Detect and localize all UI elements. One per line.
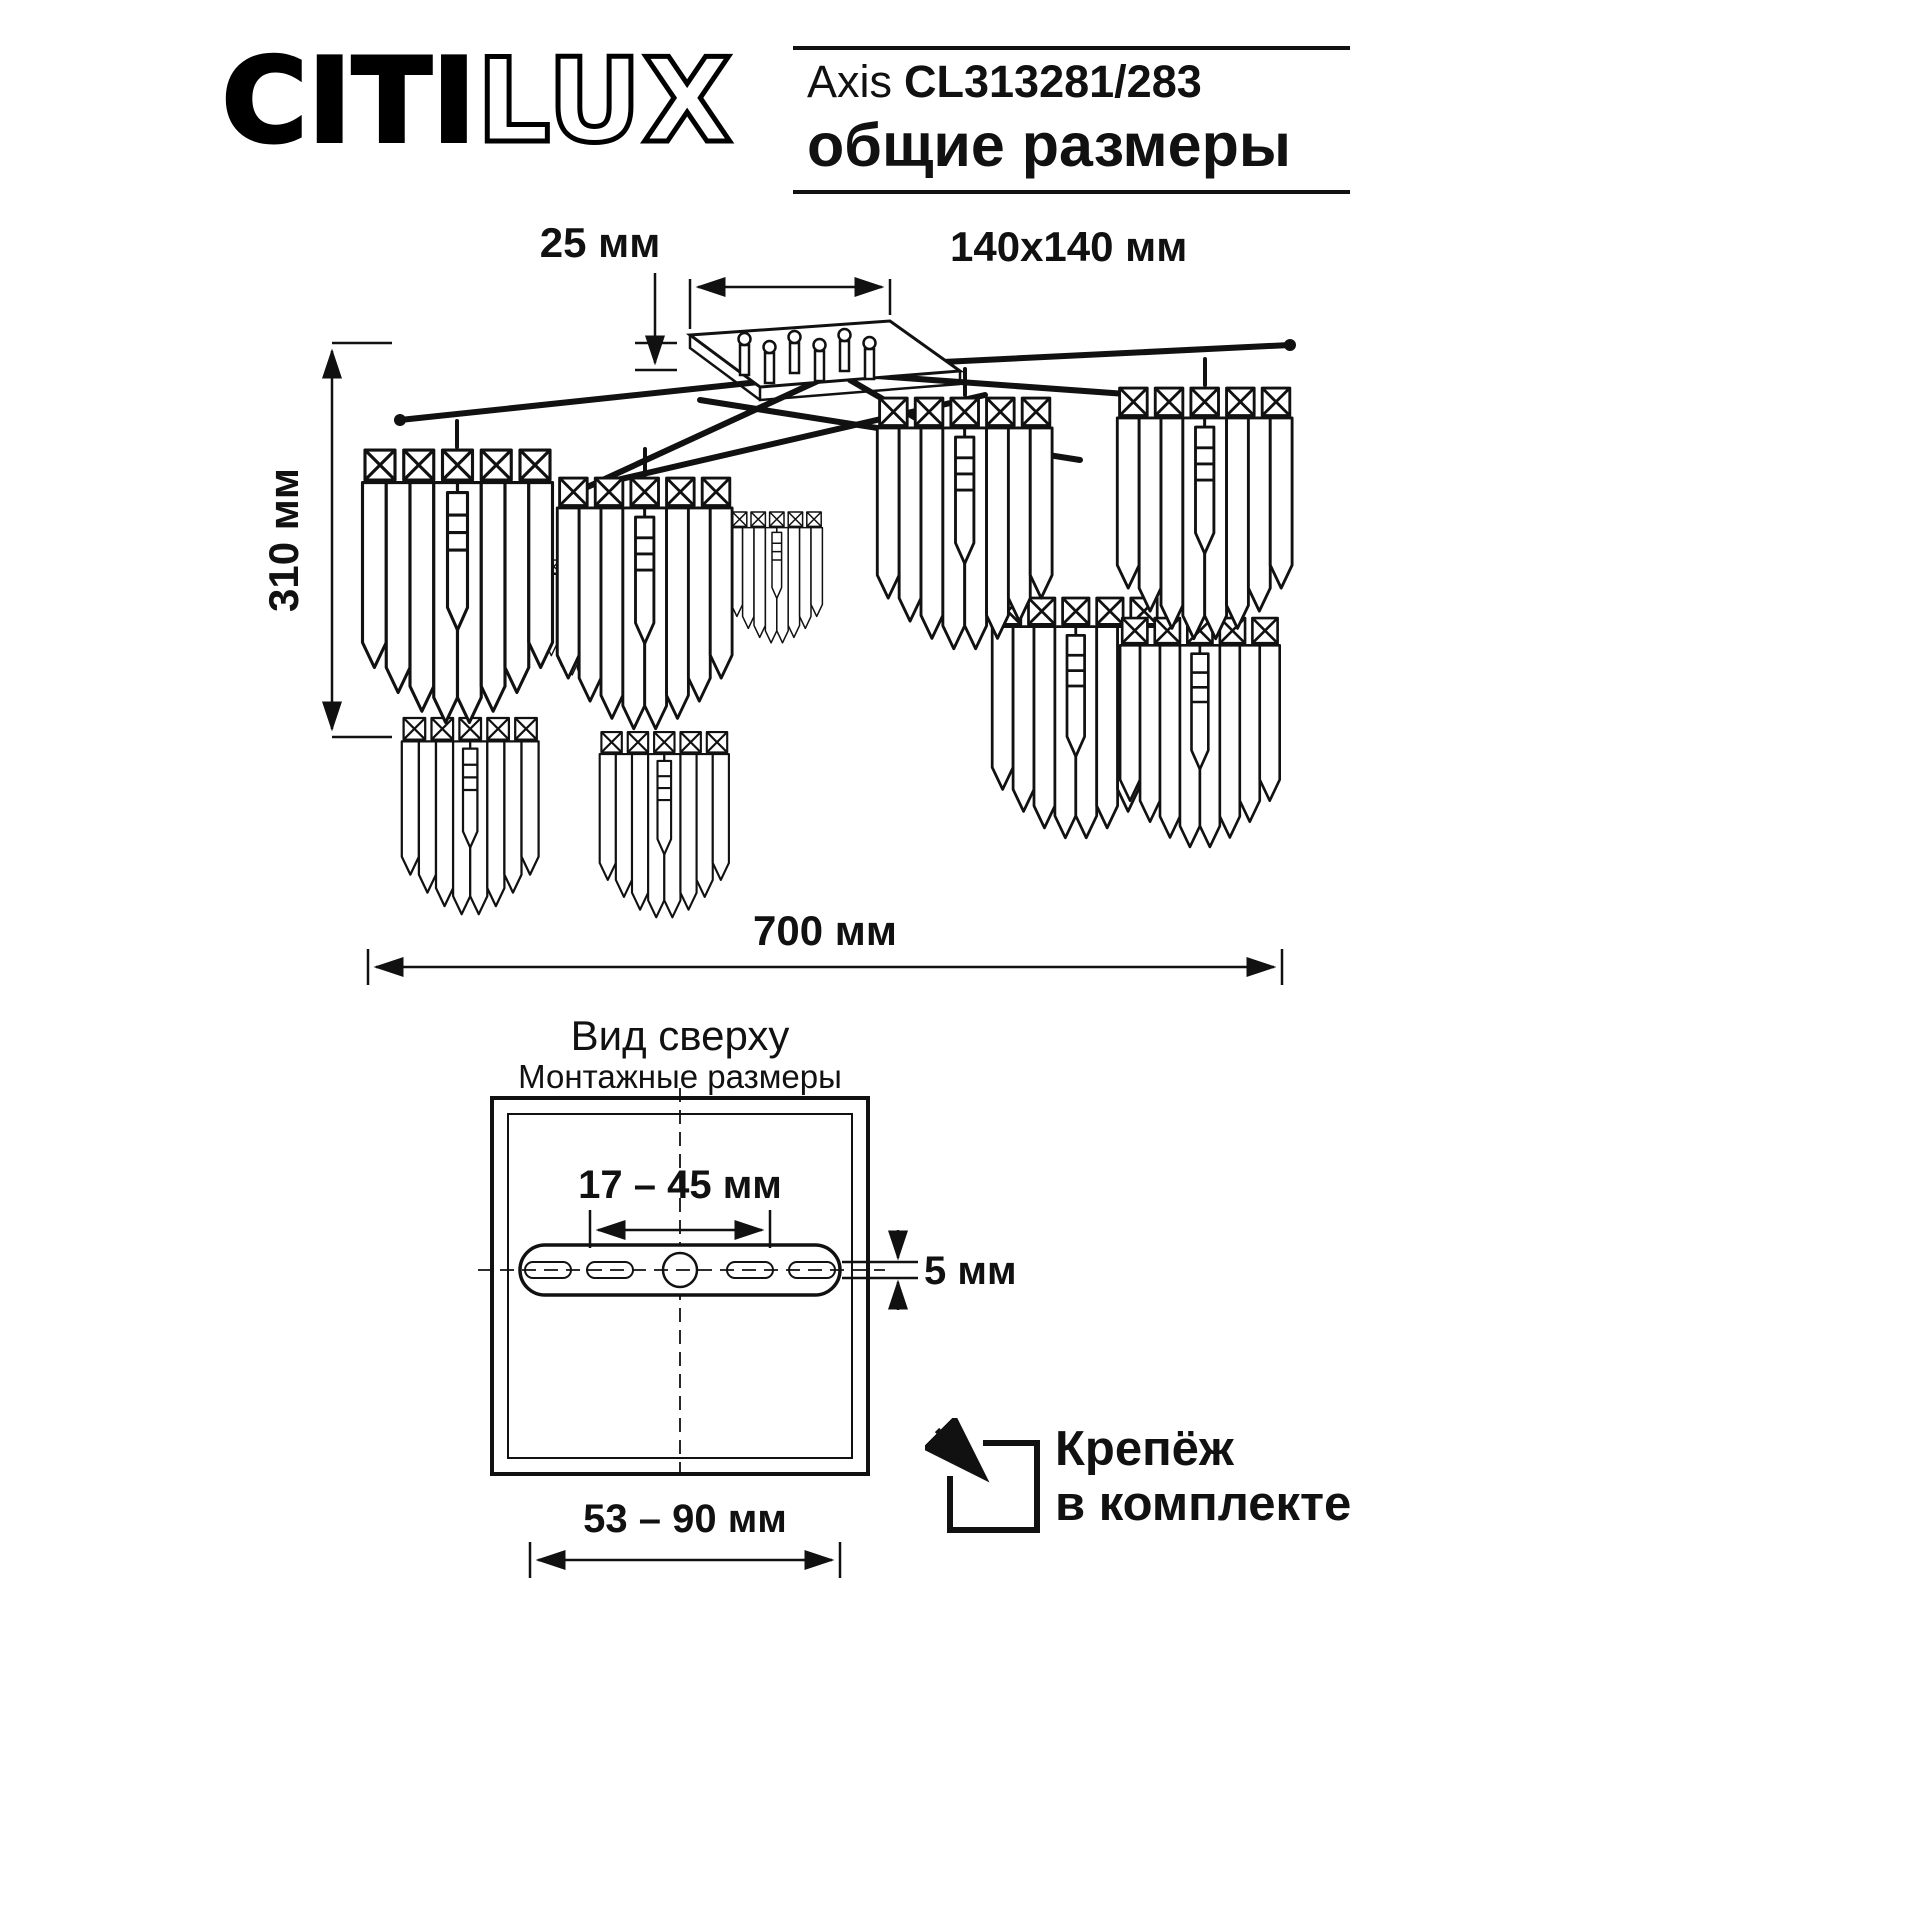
chandelier-drawing: 25 мм 140x140 мм 310 мм 700 мм — [260, 219, 1296, 985]
top-view-drawing: 17 – 45 мм 5 мм 53 – 90 мм — [478, 1088, 1017, 1578]
dim-height-label: 310 мм — [260, 468, 307, 612]
hardware-included-line1: Крепёж — [1055, 1422, 1234, 1476]
hardware-included-text: Крепёж в комплекте — [1055, 1422, 1351, 1532]
hardware-included-icon — [925, 1418, 1040, 1533]
dim-slot-label: 17 – 45 мм — [578, 1163, 782, 1207]
hardware-included-line2: в комплекте — [1055, 1476, 1352, 1531]
crystal-shades — [360, 386, 1294, 919]
dimension-hole: 5 мм — [842, 1230, 1017, 1310]
sheet-subtitle: общие размеры — [807, 111, 1291, 179]
model-code: CL313281/283 — [904, 56, 1202, 107]
dimension-width: 700 мм — [366, 907, 1284, 985]
dim-mount-label: 53 – 90 мм — [583, 1497, 787, 1541]
brand-logo-outline: LUX — [474, 34, 734, 169]
dim-width-label: 700 мм — [753, 907, 897, 954]
model-name: Axis — [807, 56, 893, 107]
mount-plate-outline — [490, 1088, 870, 1484]
dimension-mount-range: 53 – 90 мм — [528, 1497, 842, 1578]
dimension-plate: 140x140 мм — [688, 223, 1187, 329]
brand-logo-solid: CITI — [220, 34, 478, 169]
dimension-slot-range: 17 – 45 мм — [578, 1163, 782, 1248]
candle-sockets — [737, 327, 877, 385]
dim-hole-label: 5 мм — [924, 1249, 1017, 1293]
dim-offset-label: 25 мм — [540, 219, 661, 266]
dimension-offset: 25 мм — [540, 219, 677, 372]
top-view-title: Вид сверху — [570, 1012, 790, 1059]
dimension-height: 310 мм — [260, 341, 392, 739]
dim-plate-label: 140x140 мм — [950, 223, 1187, 270]
